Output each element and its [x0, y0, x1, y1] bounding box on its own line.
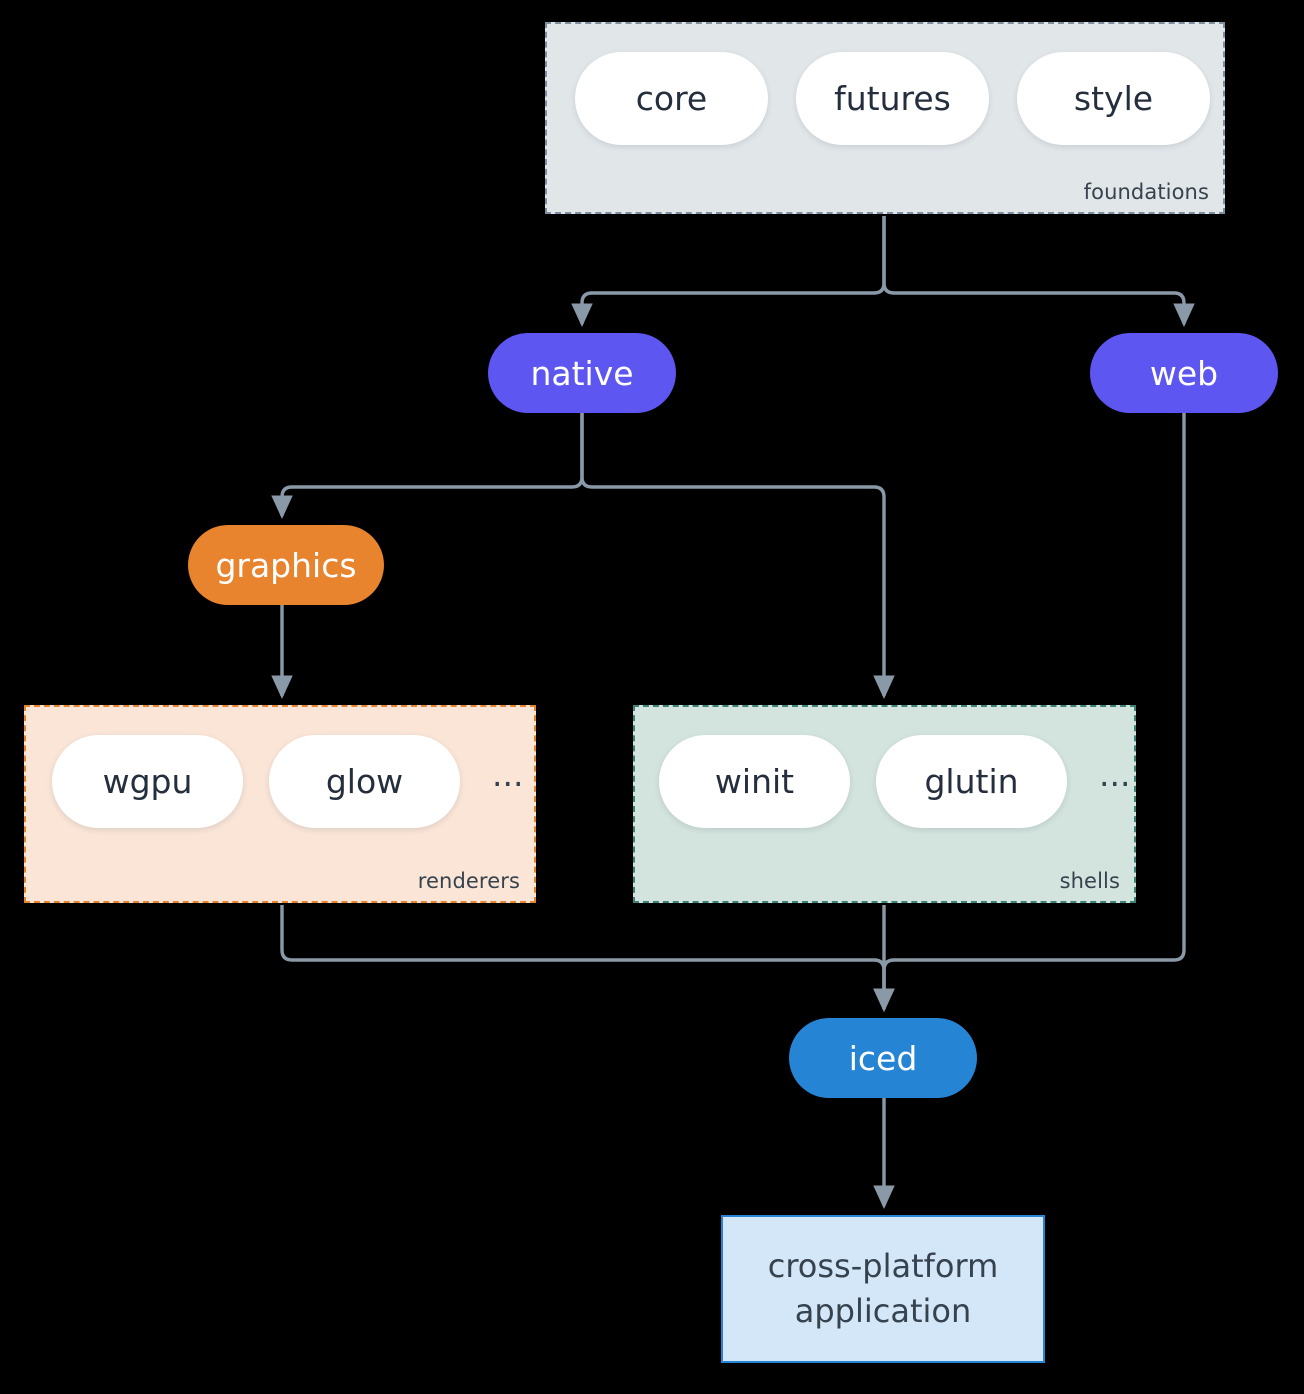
node-core[interactable]: core [575, 52, 768, 145]
cluster-foundations: core futures style foundations [545, 22, 1225, 214]
cluster-shells-label: shells [1059, 869, 1120, 893]
shells-ellipsis: ... [1099, 755, 1131, 794]
cluster-shells-items: winit glutin ... [659, 735, 1136, 828]
node-style[interactable]: style [1017, 52, 1210, 145]
cluster-shells: winit glutin ... shells [633, 705, 1136, 903]
node-graphics[interactable]: graphics [188, 525, 384, 605]
cluster-foundations-label: foundations [1083, 180, 1209, 204]
node-web[interactable]: web [1090, 333, 1278, 413]
node-wgpu[interactable]: wgpu [52, 735, 243, 828]
edge-foundations-web [882, 216, 1195, 327]
node-iced[interactable]: iced [789, 1018, 977, 1098]
node-cross-platform-application[interactable]: cross-platform application [721, 1215, 1045, 1363]
edge-renderers-iced [280, 905, 895, 1012]
node-winit[interactable]: winit [659, 735, 850, 828]
application-label-line1: cross-platform [767, 1246, 999, 1285]
node-futures[interactable]: futures [796, 52, 989, 145]
cluster-renderers-items: wgpu glow ... [52, 735, 529, 828]
cluster-renderers-label: renderers [417, 869, 520, 893]
cluster-foundations-items: core futures style [575, 52, 1210, 145]
renderers-ellipsis: ... [492, 755, 524, 794]
cluster-renderers: wgpu glow ... renderers [24, 705, 536, 903]
edge-native-shells [580, 413, 895, 699]
node-native[interactable]: native [488, 333, 676, 413]
node-glow[interactable]: glow [269, 735, 460, 828]
node-glutin[interactable]: glutin [876, 735, 1067, 828]
edge-foundations-native [571, 216, 886, 327]
application-label-line2: application [794, 1292, 972, 1330]
edge-native-graphics [271, 413, 584, 519]
